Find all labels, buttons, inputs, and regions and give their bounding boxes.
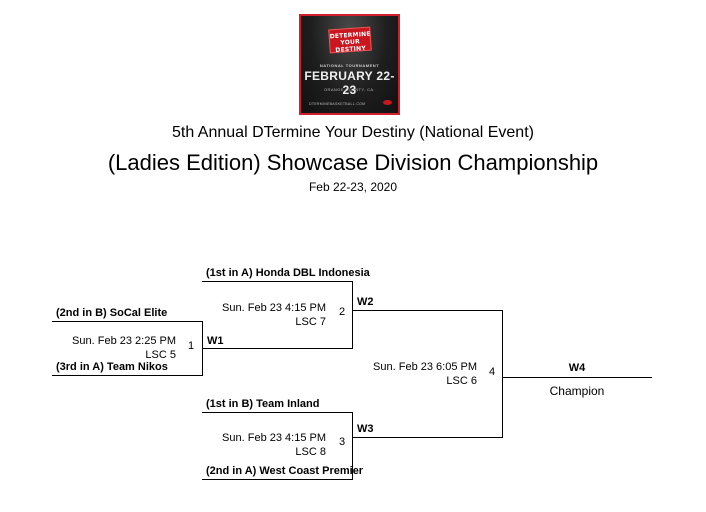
game3-winner-label: W3 [357,423,374,435]
logo-website: DTERMINEBASKETBALL.COM [309,102,366,106]
game2-connector [352,281,353,349]
game4-connector [502,310,503,438]
game4-number: 4 [489,366,496,378]
game3-time: Sun. Feb 23 4:15 PM [222,432,326,444]
game4-info: Sun. Feb 23 6:05 PM LSC 6 [352,360,477,388]
date-range: Feb 22-23, 2020 [308,180,398,194]
game2-court: LSC 7 [295,316,326,328]
game4-winner-label: W4 [568,362,586,374]
game3-number: 3 [339,436,346,448]
event-logo: DETERMINE YOUR DESTINY NATIONAL TOURNAME… [299,14,400,115]
game3-team-bottom: (2nd in A) West Coast Premier [206,465,364,477]
game1-winner-label: W1 [207,335,224,347]
logo-brand-mark [383,100,392,105]
game2-number: 2 [339,306,346,318]
game1-bottom-line [52,375,202,376]
game2-info: Sun. Feb 23 4:15 PM LSC 7 [202,301,326,329]
game2-top-line [202,281,352,282]
game1-winner-line [202,348,352,349]
champion-label: Champion [549,384,605,398]
game1-info: Sun. Feb 23 2:25 PM LSC 5 [52,334,176,362]
game1-court: LSC 5 [145,349,176,361]
division-title: (Ladies Edition) Showcase Division Champ… [107,150,599,175]
logo-stamp: DETERMINE YOUR DESTINY [328,26,372,54]
game1-team-top: (2nd in B) SoCal Elite [56,307,168,319]
game1-number: 1 [188,340,195,352]
game4-time: Sun. Feb 23 6:05 PM [373,361,477,373]
game2-winner-line [352,310,502,311]
logo-subtitle: NATIONAL TOURNAMENT [319,63,380,68]
game1-top-line [52,321,202,322]
event-title: 5th Annual DTermine Your Destiny (Nation… [172,124,534,141]
logo-location: ORANGE COUNTY, CA. [324,87,375,92]
champion-line [502,377,652,378]
game1-team-bottom: (3rd in A) Team Nikos [56,361,168,373]
game4-court: LSC 6 [446,375,477,387]
game3-top-line [202,412,352,413]
game3-info: Sun. Feb 23 4:15 PM LSC 8 [202,431,326,459]
game2-team-top: (1st in A) Honda DBL Indonesia [206,267,370,279]
game3-team-top: (1st in B) Team Inland [206,398,320,410]
game2-winner-label: W2 [357,296,374,308]
game2-time: Sun. Feb 23 4:15 PM [222,302,326,314]
game3-court: LSC 8 [295,446,326,458]
game3-winner-line [352,437,502,438]
game3-connector [352,412,353,480]
game1-time: Sun. Feb 23 2:25 PM [72,335,176,347]
logo-dates: FEBRUARY 22-23 [304,69,395,97]
game3-bottom-line [202,479,352,480]
